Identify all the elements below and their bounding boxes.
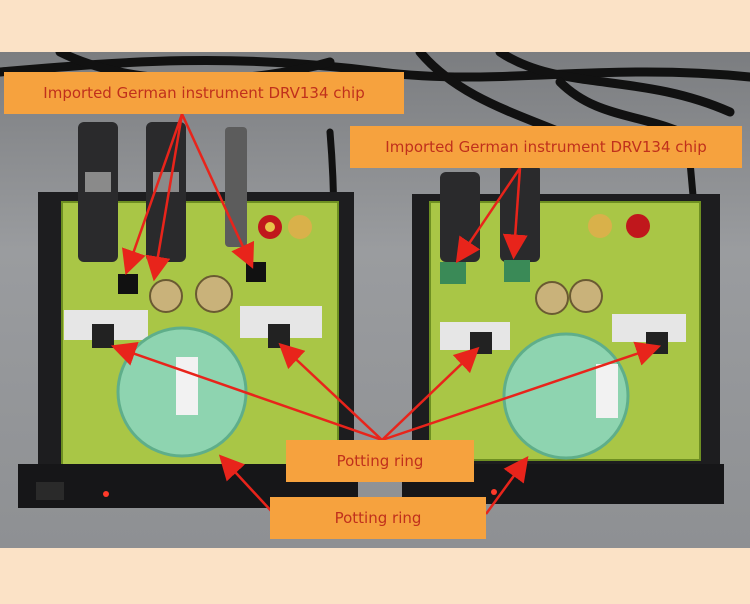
potting-ring-callout-center: Potting ring	[286, 440, 474, 482]
bottom-margin-band	[0, 548, 750, 604]
potting-ring-callout-bottom: Potting ring	[270, 497, 486, 539]
chip-callout-right: Imported German instrument DRV134 chip	[350, 126, 742, 168]
top-margin-band	[0, 0, 750, 52]
annotation-arrows	[110, 113, 662, 515]
chip-callout-left: Imported German instrument DRV134 chip	[4, 72, 404, 114]
